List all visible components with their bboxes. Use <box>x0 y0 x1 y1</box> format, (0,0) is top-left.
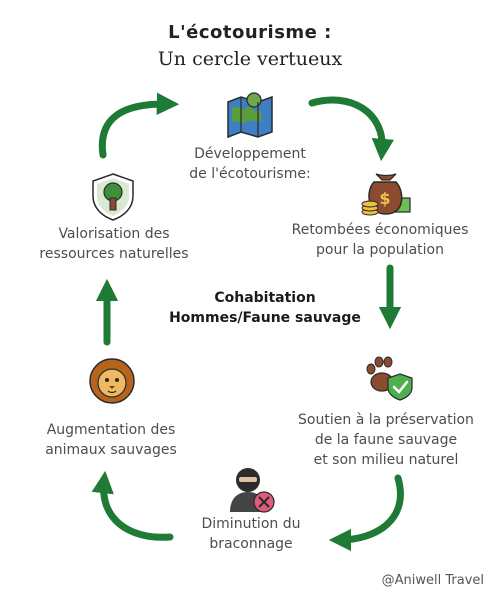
svg-text:$: $ <box>379 189 390 208</box>
node-valorisation: Valorisation des ressources naturelles <box>26 224 202 264</box>
center-label-line2: Hommes/Faune sauvage <box>169 310 361 326</box>
node-diminution-line1: Diminution du <box>201 516 301 532</box>
node-developpement-line1: Développement <box>194 146 306 162</box>
node-augmentation-line1: Augmentation des <box>46 422 176 438</box>
node-soutien: Soutien à la préservation de la faune sa… <box>282 410 490 470</box>
arrow-valorisation-to-developpement <box>98 92 180 159</box>
node-valorisation-line1: Valorisation des <box>58 226 170 242</box>
center-label: Cohabitation Hommes/Faune sauvage <box>130 288 400 328</box>
lion-icon <box>89 358 135 404</box>
node-developpement: Développement de l'écotourisme: <box>180 144 320 184</box>
tree-shield-icon <box>92 173 134 221</box>
center-label-line1: Cohabitation <box>214 290 316 306</box>
paw-shield-icon <box>366 356 413 401</box>
map-globe-icon <box>227 92 273 139</box>
arrow-developpement-to-retombees <box>308 96 395 162</box>
money-bag-icon: $ <box>361 173 411 216</box>
credit-text: @Aniwell Travel <box>381 573 484 588</box>
node-retombees-line1: Retombées économiques <box>291 222 469 238</box>
node-diminution: Diminution du braconnage <box>176 514 326 554</box>
node-soutien-line2: de la faune sauvage <box>314 432 458 448</box>
node-retombees-line2: pour la population <box>316 242 444 258</box>
node-soutien-line3: et son milieu naturel <box>313 452 459 468</box>
node-augmentation-line2: animaux sauvages <box>45 442 177 458</box>
poacher-icon <box>230 468 275 513</box>
node-developpement-line2: de l'écotourisme: <box>189 166 311 182</box>
node-diminution-line2: braconnage <box>209 536 293 552</box>
node-soutien-line1: Soutien à la préservation <box>298 412 474 428</box>
node-valorisation-line2: ressources naturelles <box>39 246 189 262</box>
diagram-subtitle: Un cercle vertueux <box>157 48 343 70</box>
node-retombees: Retombées économiques pour la population <box>282 220 478 260</box>
arrow-diminution-to-augmentation <box>91 470 174 541</box>
diagram-title: L'écotourisme : <box>168 22 332 43</box>
node-augmentation: Augmentation des animaux sauvages <box>26 420 196 460</box>
arrow-soutien-to-diminution <box>328 474 404 552</box>
